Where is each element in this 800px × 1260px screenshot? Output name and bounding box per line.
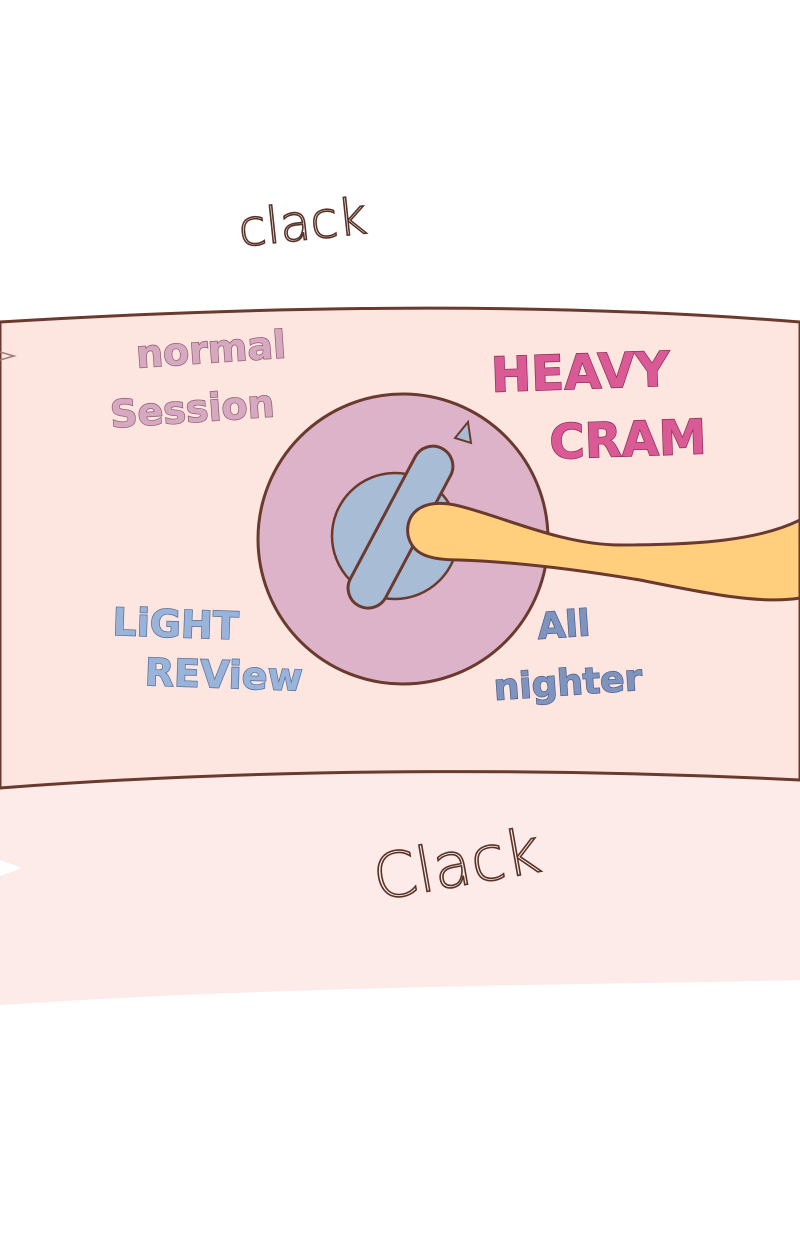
sfx-top: clack bbox=[236, 187, 370, 258]
label-heavy-cram: HEAVY CRAM bbox=[490, 340, 707, 472]
panel-edge-mark bbox=[0, 860, 22, 876]
panel-edge-mark bbox=[0, 351, 17, 361]
triangle-pointer-icon bbox=[453, 419, 473, 445]
cat-paw bbox=[406, 502, 800, 602]
label-light-review: LiGHT REView bbox=[110, 600, 305, 700]
label-all-nighter: All nighter bbox=[488, 600, 644, 709]
